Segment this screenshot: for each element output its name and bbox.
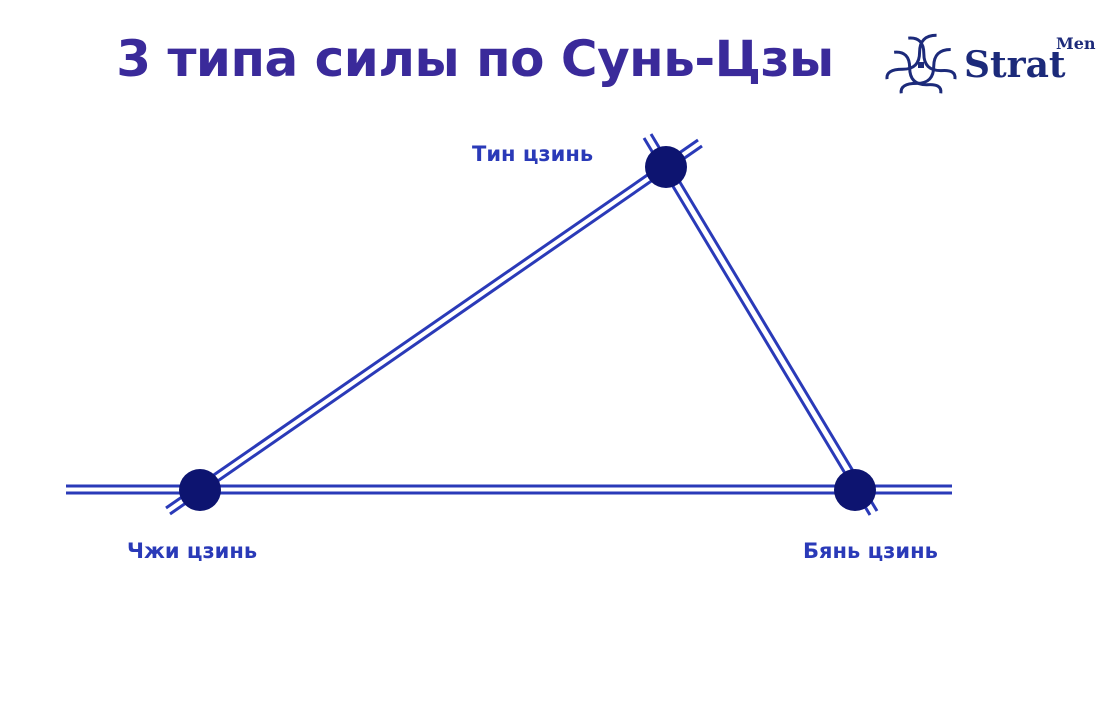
logo-superscript: Men	[1056, 34, 1096, 53]
page-title: 3 типа силы по Сунь-Цзы	[116, 30, 834, 88]
node-label-left: Чжи цзинь	[127, 539, 258, 563]
node-label-top: Тин цзинь	[472, 142, 594, 166]
logo-wordmark: Strat	[964, 44, 1066, 86]
node-left	[179, 469, 221, 511]
stratmen-monogram-icon	[885, 33, 957, 94]
node-right	[834, 469, 876, 511]
node-top	[645, 146, 687, 188]
stratmen-logo: Strat Men	[878, 22, 1098, 110]
right-edge-double-line	[642, 133, 879, 516]
node-label-right: Бянь цзинь	[803, 539, 938, 563]
left-edge-double-line	[165, 138, 703, 516]
